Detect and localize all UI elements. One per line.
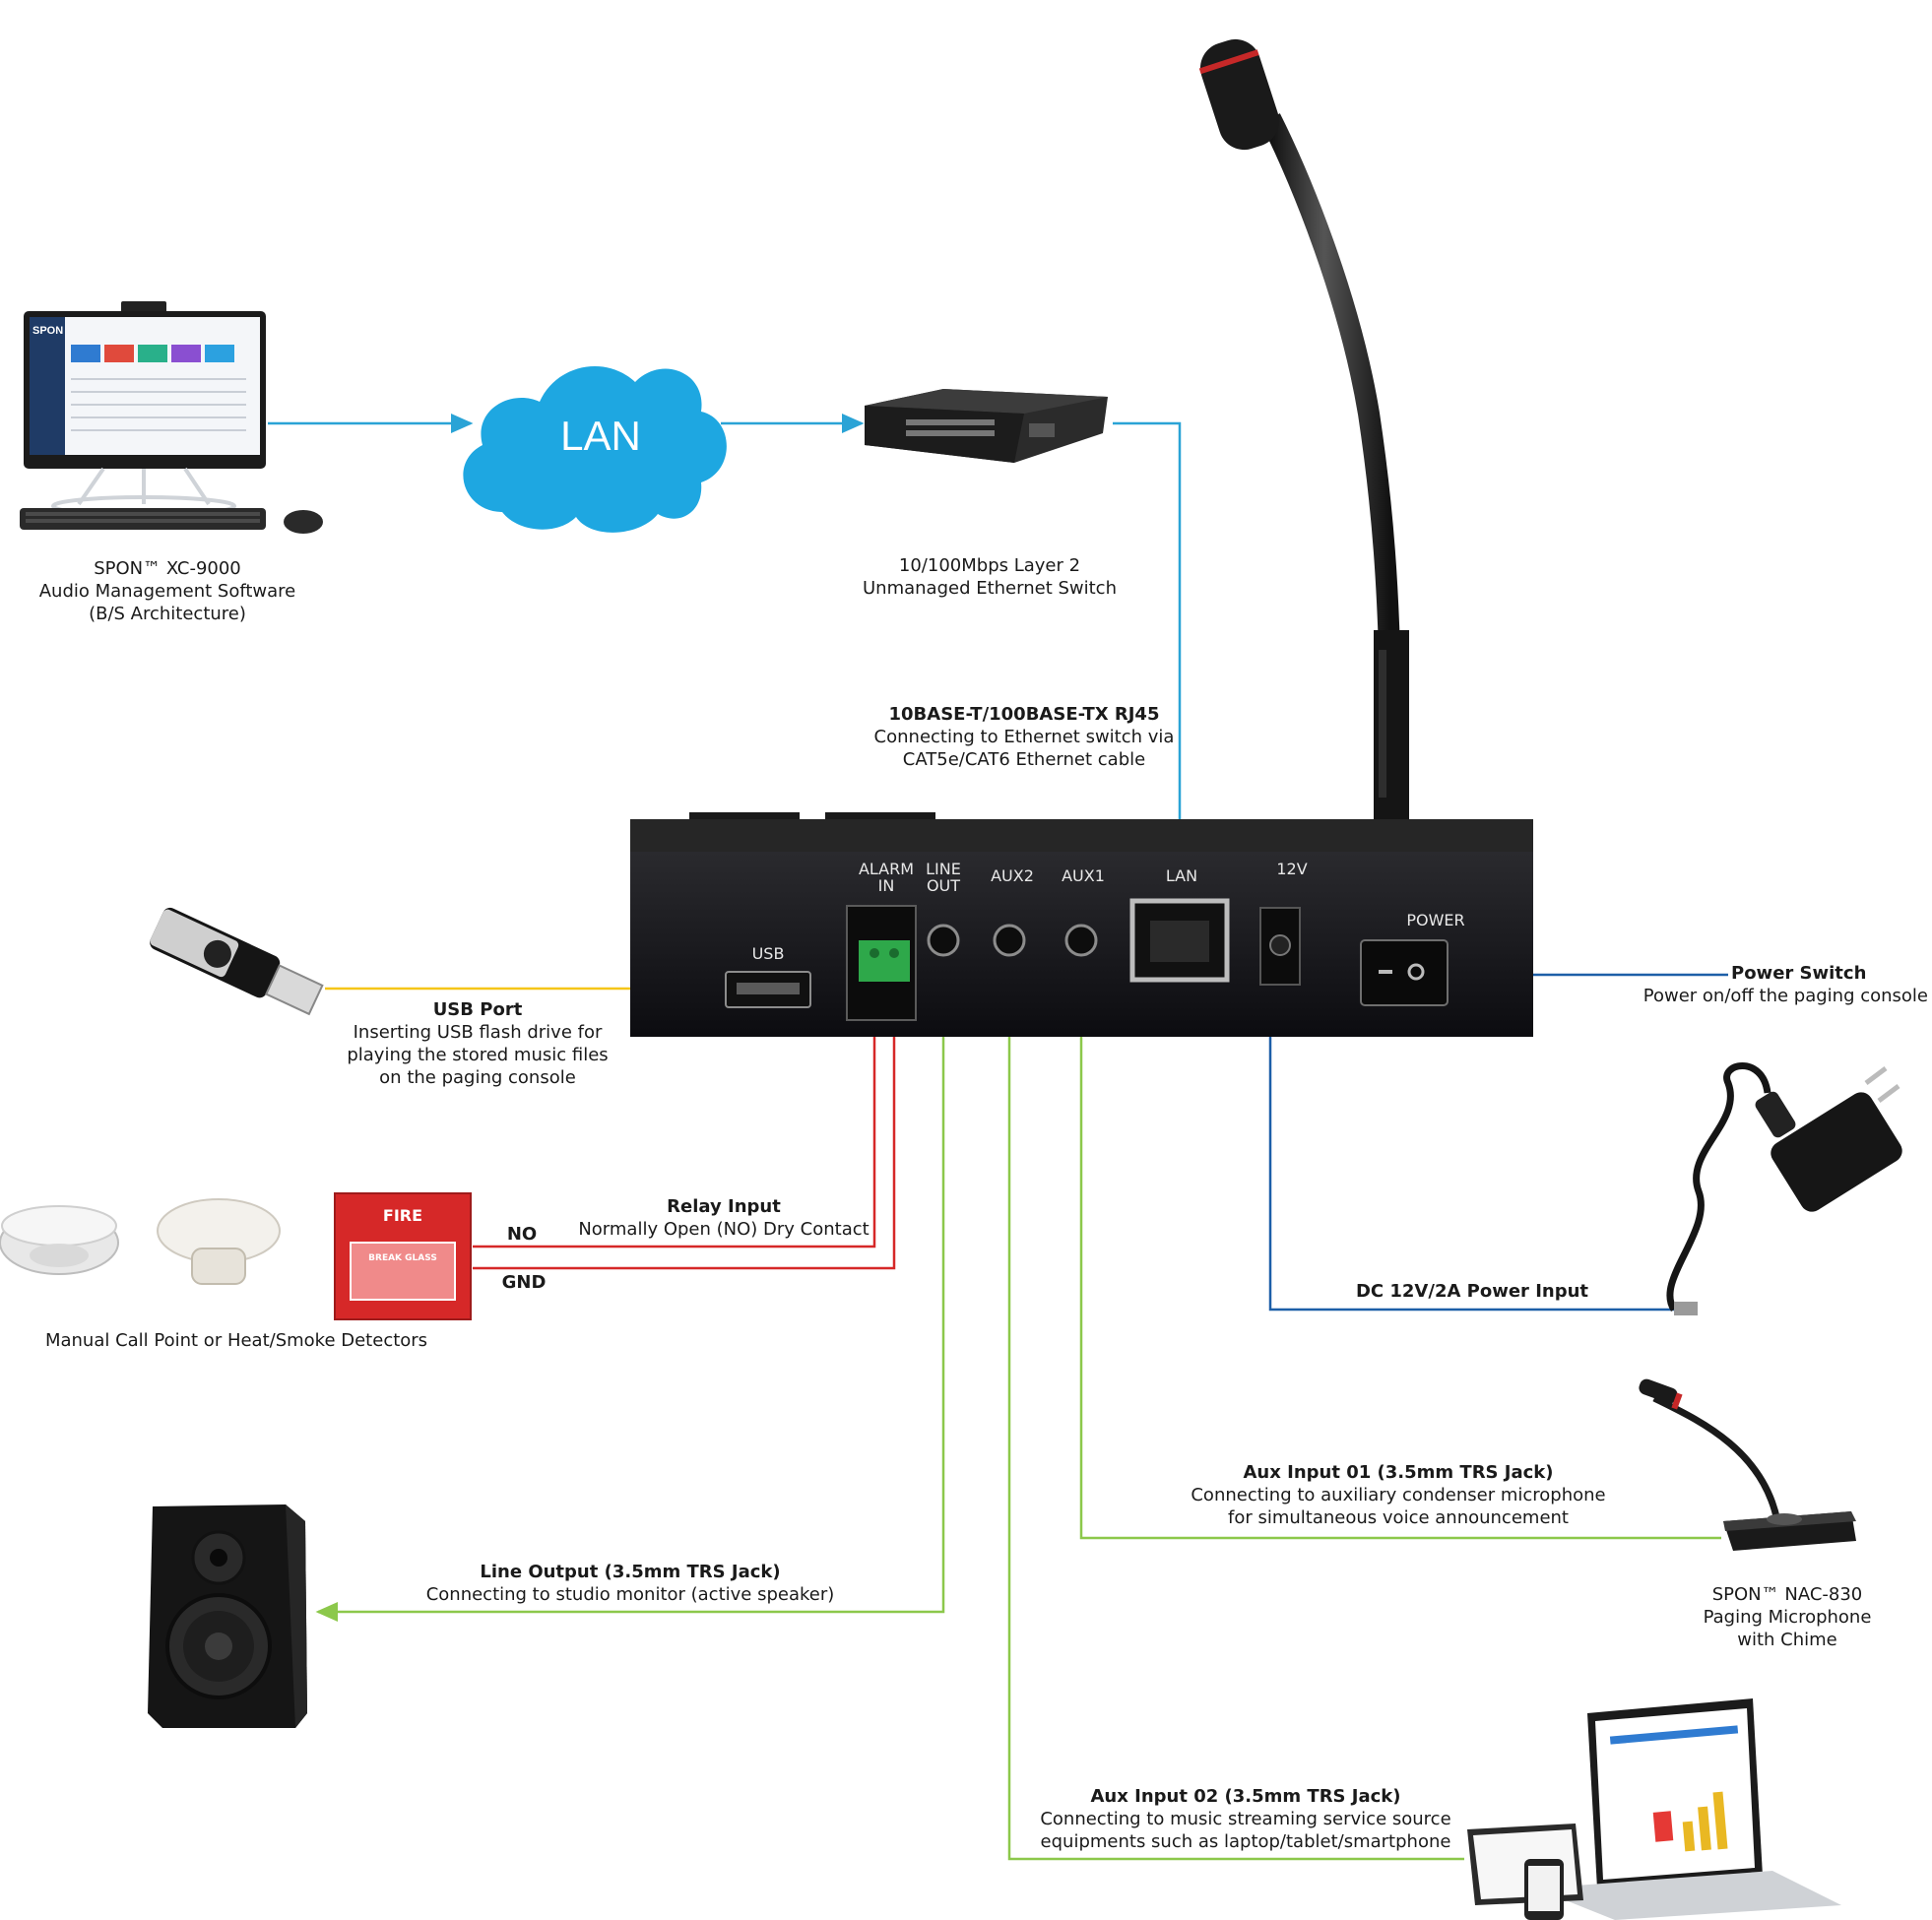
port-label-lineout-2: OUT bbox=[927, 876, 960, 895]
port-label-lineout-1: LINE bbox=[926, 860, 961, 878]
dc-power-wire bbox=[1260, 984, 1682, 1312]
break-glass-label: BREAK GLASS bbox=[368, 1253, 437, 1263]
relay-gnd-wire bbox=[473, 962, 904, 1270]
computer-caption: SPON™ XC-9000 Audio Management Software … bbox=[20, 557, 315, 625]
ethernet-switch-icon bbox=[865, 389, 1108, 463]
power-adapter-icon bbox=[1666, 1062, 1902, 1315]
usb-flash-drive-icon bbox=[150, 907, 324, 1016]
fire-label: FIRE bbox=[383, 1206, 422, 1225]
smoke-detector-icon bbox=[0, 1205, 119, 1275]
relay-line-1: Normally Open (NO) Dry Contact bbox=[578, 1219, 869, 1240]
computer-caption-line-3: (B/S Architecture) bbox=[89, 604, 246, 624]
gooseneck-microphone-icon bbox=[1198, 38, 1409, 822]
laptop-tablet-phone-icon bbox=[1467, 1698, 1841, 1920]
port-label-lan: LAN bbox=[1166, 866, 1197, 885]
port-label-usb: USB bbox=[752, 944, 785, 963]
usb-port-line-3: on the paging console bbox=[379, 1067, 576, 1088]
cloud-icon bbox=[463, 365, 727, 533]
power-switch-caption: Power Switch Power on/off the paging con… bbox=[1615, 962, 1928, 1007]
port-label-power: POWER bbox=[1406, 911, 1464, 929]
ethernet-wires bbox=[268, 414, 1190, 936]
rj45-title: 10BASE-T/100BASE-TX RJ45 bbox=[888, 704, 1160, 725]
rj45-caption: 10BASE-T/100BASE-TX RJ45 Connecting to E… bbox=[847, 703, 1201, 771]
aux-wires bbox=[315, 945, 1721, 1861]
switch-caption-line-1: 10/100Mbps Layer 2 bbox=[898, 555, 1081, 576]
paging-mic-line-2: Paging Microphone bbox=[1703, 1607, 1872, 1628]
port-label-aux1: AUX1 bbox=[1062, 866, 1105, 885]
aux2-line-1: Connecting to music streaming service so… bbox=[1040, 1809, 1451, 1829]
paging-mic-line-3: with Chime bbox=[1737, 1630, 1837, 1650]
relay-no-label: NO bbox=[506, 1224, 538, 1245]
relay-gnd-label: GND bbox=[501, 1272, 547, 1293]
computer-caption-line-2: Audio Management Software bbox=[38, 581, 296, 602]
port-label-alarm-1: ALARM bbox=[859, 860, 914, 878]
rj45-line-2: CAT5e/CAT6 Ethernet cable bbox=[902, 749, 1146, 770]
aux1-wire bbox=[1079, 965, 1721, 1540]
computer-caption-line-1: SPON™ XC-9000 bbox=[94, 558, 241, 579]
relay-title: Relay Input bbox=[667, 1196, 781, 1217]
switch-caption: 10/100Mbps Layer 2 Unmanaged Ethernet Sw… bbox=[837, 554, 1142, 600]
alarm-wires bbox=[473, 962, 904, 1270]
aux2-caption: Aux Input 02 (3.5mm TRS Jack) Connecting… bbox=[1024, 1785, 1467, 1853]
paging-microphone-icon bbox=[1639, 1378, 1856, 1551]
line-out-caption: Line Output (3.5mm TRS Jack) Connecting … bbox=[423, 1561, 837, 1606]
aux1-line-2: for simultaneous voice announcement bbox=[1228, 1507, 1569, 1528]
screen-logo: SPON bbox=[32, 325, 63, 337]
desktop-computer-icon: SPON bbox=[20, 301, 323, 534]
rj45-line-1: Connecting to Ethernet switch via bbox=[873, 727, 1175, 747]
aux1-caption: Aux Input 01 (3.5mm TRS Jack) Connecting… bbox=[1172, 1461, 1625, 1529]
aux2-line-2: equipments such as laptop/tablet/smartph… bbox=[1040, 1831, 1451, 1852]
relay-no-wire bbox=[473, 962, 884, 1248]
line-out-line-1: Connecting to studio monitor (active spe… bbox=[425, 1584, 835, 1605]
aux1-line-1: Connecting to auxiliary condenser microp… bbox=[1191, 1485, 1606, 1505]
cloud-label: LAN bbox=[560, 413, 641, 459]
usb-port-line-2: playing the stored music files bbox=[347, 1045, 609, 1065]
port-label-dc: 12V bbox=[1276, 860, 1307, 878]
line-out-title: Line Output (3.5mm TRS Jack) bbox=[480, 1562, 781, 1582]
power-switch-line-1: Power on/off the paging console bbox=[1642, 986, 1928, 1006]
switch-caption-line-2: Unmanaged Ethernet Switch bbox=[862, 578, 1117, 599]
paging-mic-line-1: SPON™ NAC-830 bbox=[1711, 1584, 1863, 1605]
heat-detector-icon bbox=[157, 1198, 281, 1285]
port-label-alarm-2: IN bbox=[878, 876, 895, 895]
detectors-caption: Manual Call Point or Heat/Smoke Detector… bbox=[44, 1330, 428, 1351]
usb-port-line-1: Inserting USB flash drive for bbox=[353, 1022, 603, 1043]
aux1-title: Aux Input 01 (3.5mm TRS Jack) bbox=[1243, 1462, 1554, 1483]
line-out-wire bbox=[315, 945, 945, 1622]
aux2-title: Aux Input 02 (3.5mm TRS Jack) bbox=[1090, 1786, 1401, 1807]
paging-mic-caption: SPON™ NAC-830 Paging Microphone with Chi… bbox=[1674, 1583, 1900, 1651]
paging-console-icon: ALARM IN LINE OUT AUX2 AUX1 LAN 12V POWE… bbox=[630, 812, 1533, 1037]
relay-caption: Relay Input Normally Open (NO) Dry Conta… bbox=[571, 1195, 876, 1241]
usb-port-caption: USB Port Inserting USB flash drive for p… bbox=[335, 998, 620, 1089]
switch-to-console-wire bbox=[1113, 421, 1190, 936]
port-label-aux2: AUX2 bbox=[991, 866, 1034, 885]
usb-port-title: USB Port bbox=[432, 999, 523, 1020]
power-switch-title: Power Switch bbox=[1731, 963, 1867, 984]
dc-power-caption: DC 12V/2A Power Input bbox=[1355, 1281, 1589, 1302]
manual-call-point-icon: FIRE BREAK GLASS bbox=[334, 1192, 472, 1320]
aux2-wire bbox=[1007, 965, 1464, 1861]
studio-monitor-speaker-icon bbox=[148, 1504, 307, 1728]
